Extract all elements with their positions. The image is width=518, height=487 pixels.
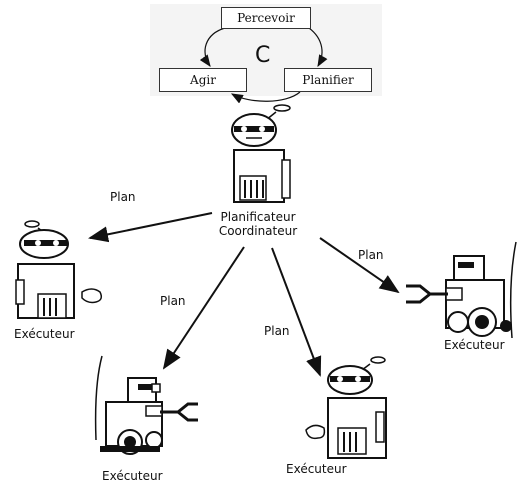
robot-coordinator-icon: [231, 104, 291, 203]
executor-label-left: Exécuteur: [14, 327, 75, 341]
plan-label-left: Plan: [110, 190, 136, 204]
robot-executor-icon: [15, 220, 103, 319]
cycle-arrow-percevoir-agir: [199, 27, 226, 67]
coordinator-label-line2: Coordinateur: [218, 224, 298, 238]
robot-gripper-icon: [406, 241, 517, 339]
executor-label-bottom-center: Exécuteur: [286, 462, 347, 476]
executor-label-bottom-left: Exécuteur: [102, 469, 163, 483]
plan-label-lower-left: Plan: [160, 294, 186, 308]
robot-gripper-icon: [94, 355, 198, 455]
percevoir-box: Percevoir: [221, 7, 311, 29]
executor-label-right: Exécuteur: [444, 338, 505, 352]
arrow-to-left-executor: [88, 212, 213, 243]
plan-label-right: Plan: [358, 248, 384, 262]
robot-executor-icon: [305, 356, 387, 459]
plan-label-lower-center: Plan: [264, 324, 290, 338]
arrow-to-bottom-left-executor: [162, 246, 245, 370]
coordinator-label: Planificateur Coordinateur: [206, 210, 310, 238]
coordinator-label-line1: Planificateur: [220, 210, 296, 224]
arrow-to-bottom-center-executor: [271, 247, 322, 377]
cycle-center-letter: C: [255, 43, 271, 68]
arrow-to-right-executor: [319, 237, 400, 294]
agir-box: Agir: [159, 68, 247, 92]
cycle-arrow-planifier-agir: [230, 91, 301, 104]
planifier-box: Planifier: [284, 68, 372, 92]
